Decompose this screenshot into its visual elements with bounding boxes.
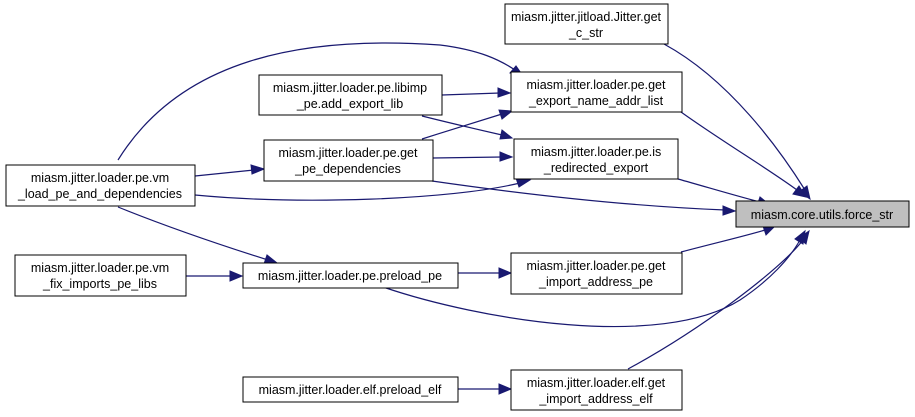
- node-get-export-name-addr-list[interactable]: miasm.jitter.loader.pe.get _export_name_…: [510, 71, 683, 113]
- edge-preload-pe-to-get-import-address-pe: [458, 267, 513, 279]
- edge-libimp-to-get-export-name-addr-list: [441, 87, 512, 98]
- node-get-import-address-pe-label-1: miasm.jitter.loader.pe.get: [527, 259, 666, 273]
- node-force-str[interactable]: miasm.core.utils.force_str: [735, 200, 910, 228]
- node-preload-pe-label-1: miasm.jitter.loader.pe.preload_pe: [258, 269, 442, 283]
- node-preload-elf-label-1: miasm.jitter.loader.elf.preload_elf: [259, 383, 442, 397]
- node-jitload-get-c-str[interactable]: miasm.jitter.jitload.Jitter.get _c_str: [504, 3, 669, 45]
- edges: [117, 42, 811, 395]
- node-force-str-label-1: miasm.core.utils.force_str: [751, 208, 893, 222]
- node-get-pe-dependencies[interactable]: miasm.jitter.loader.pe.get _pe_dependenc…: [263, 139, 434, 182]
- node-vm-load-pe-and-dependencies-label-1: miasm.jitter.loader.pe.vm: [31, 171, 169, 185]
- edge-preload-elf-to-get-import-address-elf: [458, 383, 513, 395]
- node-jitload-get-c-str-label-1: miasm.jitter.jitload.Jitter.get: [511, 10, 662, 24]
- node-get-export-name-addr-list-label-1: miasm.jitter.loader.pe.get: [527, 78, 666, 92]
- node-vm-fix-imports-pe-libs-label-2: _fix_imports_pe_libs: [42, 277, 157, 291]
- node-libimp-add-export-lib[interactable]: miasm.jitter.loader.pe.libimp _pe.add_ex…: [258, 74, 443, 116]
- nodes: miasm.core.utils.force_str miasm.jitter.…: [5, 3, 910, 411]
- edge-get-export-name-addr-list-to-force-str: [680, 111, 808, 198]
- node-libimp-add-export-lib-label-1: miasm.jitter.loader.pe.libimp: [273, 81, 427, 95]
- node-vm-load-pe-and-dependencies-label-2: _load_pe_and_dependencies: [17, 187, 182, 201]
- edge-vm-load-to-get-pe-dependencies: [194, 164, 266, 177]
- node-get-import-address-pe-label-2: _import_address_pe: [538, 275, 653, 289]
- edge-get-import-address-elf-to-force-str: [627, 229, 810, 370]
- node-get-pe-dependencies-label-1: miasm.jitter.loader.pe.get: [279, 146, 418, 160]
- node-get-import-address-elf[interactable]: miasm.jitter.loader.elf.get _import_addr…: [510, 369, 683, 411]
- node-is-redirected-export-label-2: _redirected_export: [543, 161, 649, 175]
- edge-jitload-get-c-str-to-force-str: [663, 43, 811, 201]
- node-get-export-name-addr-list-label-2: _export_name_addr_list: [528, 94, 664, 108]
- node-preload-pe[interactable]: miasm.jitter.loader.pe.preload_pe: [242, 262, 459, 289]
- node-jitload-get-c-str-label-2: _c_str: [568, 26, 603, 40]
- edge-get-import-address-pe-to-force-str: [680, 225, 776, 253]
- node-is-redirected-export-label-1: miasm.jitter.loader.pe.is: [531, 145, 662, 159]
- node-get-import-address-elf-label-1: miasm.jitter.loader.elf.get: [527, 376, 666, 390]
- edge-vm-fix-imports-to-preload-pe: [186, 270, 244, 282]
- edge-libimp-to-is-redirected-export: [421, 115, 514, 140]
- node-vm-fix-imports-pe-libs[interactable]: miasm.jitter.loader.pe.vm _fix_imports_p…: [14, 254, 187, 297]
- node-vm-load-pe-and-dependencies[interactable]: miasm.jitter.loader.pe.vm _load_pe_and_d…: [5, 164, 196, 207]
- node-get-import-address-elf-label-2: _import_address_elf: [538, 392, 653, 406]
- node-vm-fix-imports-pe-libs-label-1: miasm.jitter.loader.pe.vm: [31, 261, 169, 275]
- node-get-pe-dependencies-label-2: _pe_dependencies: [294, 162, 401, 176]
- node-libimp-add-export-lib-label-2: _pe.add_export_lib: [296, 97, 403, 111]
- node-is-redirected-export[interactable]: miasm.jitter.loader.pe.is _redirected_ex…: [513, 138, 679, 180]
- edge-vm-load-pe-and-dependencies-to-force-str: [431, 180, 737, 216]
- edge-get-pe-dependencies-to-is-redirected-export: [432, 151, 514, 162]
- node-get-import-address-pe[interactable]: miasm.jitter.loader.pe.get _import_addre…: [510, 252, 683, 295]
- node-preload-elf[interactable]: miasm.jitter.loader.elf.preload_elf: [242, 376, 459, 403]
